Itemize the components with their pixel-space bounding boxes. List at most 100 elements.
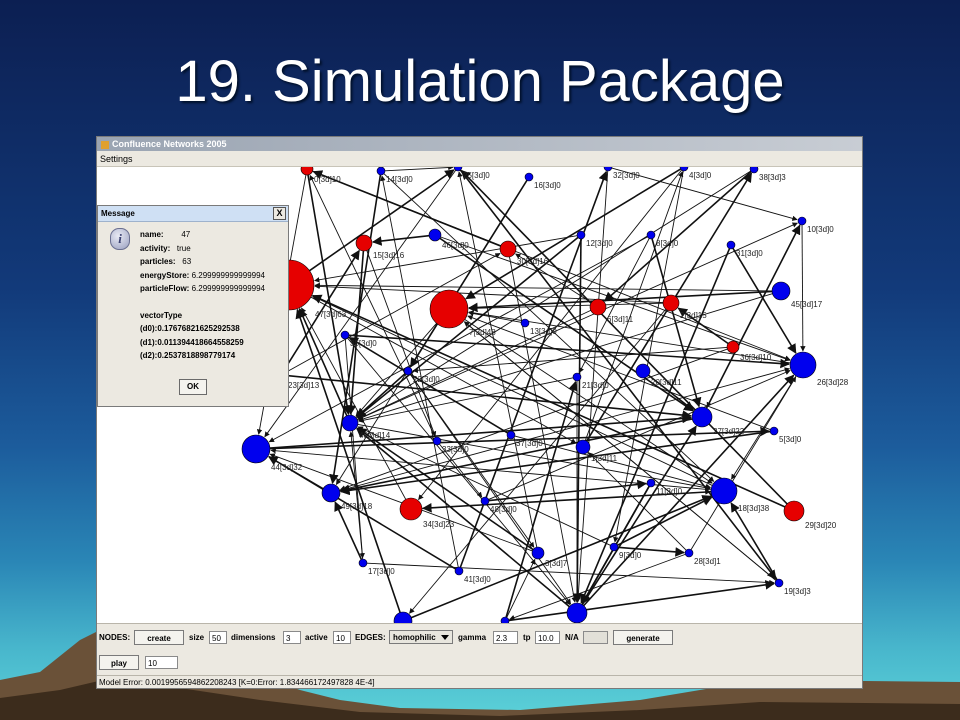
node-label: 8[3d]0 <box>656 239 679 248</box>
dimensions-input[interactable]: 3 <box>283 631 301 644</box>
graph-node[interactable] <box>321 483 341 503</box>
graph-node[interactable] <box>789 351 817 379</box>
graph-node[interactable] <box>797 216 807 226</box>
graph-node[interactable] <box>500 616 510 623</box>
graph-node[interactable] <box>566 602 588 623</box>
graph-edge <box>312 170 501 247</box>
node-label: 29[3d]20 <box>805 521 837 530</box>
window-titlebar: Confluence Networks 2005 <box>97 137 862 151</box>
tp-label: tp <box>523 633 531 642</box>
graph-node[interactable] <box>662 294 680 312</box>
graph-node[interactable] <box>726 340 740 354</box>
graph-node[interactable] <box>355 234 373 252</box>
dialog-titlebar: Message X <box>98 206 288 222</box>
graph-node[interactable] <box>774 578 784 588</box>
menu-settings[interactable]: Settings <box>100 154 133 164</box>
graph-node[interactable] <box>726 240 736 250</box>
generate-button[interactable]: generate <box>613 630 673 645</box>
graph-node[interactable] <box>575 439 591 455</box>
graph-edge <box>509 256 577 603</box>
graph-edge <box>356 236 579 418</box>
graph-node[interactable] <box>646 478 656 488</box>
graph-node[interactable] <box>358 558 368 568</box>
graph-node[interactable] <box>399 497 423 521</box>
graph-edge <box>457 171 538 548</box>
graph-node[interactable] <box>376 167 386 176</box>
graph-node[interactable] <box>572 372 582 382</box>
graph-node[interactable] <box>341 414 359 432</box>
node-label: 40[3d]14 <box>359 431 391 440</box>
dialog-line: name: 47 <box>140 230 191 239</box>
node-label: 36[3d]10 <box>740 353 772 362</box>
graph-node[interactable] <box>340 330 350 340</box>
nodes-label: NODES: <box>99 633 131 642</box>
graph-edge <box>439 443 483 498</box>
graph-edge <box>283 249 360 371</box>
graph-node[interactable] <box>769 426 779 436</box>
ok-button[interactable]: OK <box>179 379 207 395</box>
tp-input[interactable]: 10.0 <box>535 631 560 644</box>
graph-node[interactable] <box>506 430 516 440</box>
graph-node[interactable] <box>576 230 586 240</box>
graph-edge <box>613 170 684 543</box>
graph-node[interactable] <box>684 548 694 558</box>
graph-edge <box>572 238 583 603</box>
graph-edge <box>339 430 771 496</box>
graph-edge <box>690 376 797 550</box>
graph-edge <box>356 427 534 551</box>
play-steps-input[interactable]: 10 <box>145 656 178 669</box>
node-label: 18[3d]38 <box>738 504 770 513</box>
graph-node[interactable] <box>749 167 759 174</box>
node-label: 13[3d]0 <box>530 327 557 336</box>
graph-node[interactable] <box>453 167 463 172</box>
graph-edge <box>307 174 352 416</box>
graph-node[interactable] <box>609 542 619 552</box>
graph-node[interactable] <box>531 546 545 560</box>
node-label: 33[3d]0 <box>442 445 469 454</box>
node-label: 20[3d]11 <box>651 378 682 387</box>
graph-node[interactable] <box>393 611 413 623</box>
graph-node[interactable] <box>520 318 530 328</box>
node-label: 44[3d]32 <box>271 463 303 472</box>
graph-node[interactable] <box>241 434 271 464</box>
graph-node[interactable] <box>679 167 689 172</box>
close-icon[interactable]: X <box>273 207 286 220</box>
size-input[interactable]: 50 <box>209 631 227 644</box>
na-label: N/A <box>565 633 579 642</box>
active-input[interactable]: 10 <box>333 631 351 644</box>
graph-node[interactable] <box>771 281 791 301</box>
graph-node[interactable] <box>480 496 490 506</box>
graph-edge <box>488 479 647 502</box>
node-label: 31[3d]0 <box>736 249 763 258</box>
graph-edge <box>439 237 694 412</box>
graph-node[interactable] <box>428 228 442 242</box>
graph-node[interactable] <box>499 240 517 258</box>
message-dialog[interactable]: Message X i name: 47 activity: true part… <box>97 205 289 407</box>
na-input[interactable] <box>583 631 608 644</box>
graph-node[interactable] <box>646 230 656 240</box>
gamma-input[interactable]: 2.3 <box>493 631 518 644</box>
graph-node[interactable] <box>710 477 738 505</box>
graph-node[interactable] <box>635 363 651 379</box>
graph-node[interactable] <box>783 500 805 522</box>
node-label: 9[3d]0 <box>619 551 642 560</box>
graph-node[interactable] <box>589 298 607 316</box>
play-button[interactable]: play <box>99 655 139 670</box>
graph-node[interactable] <box>403 366 413 376</box>
graph-edge <box>268 236 648 443</box>
graph-node[interactable] <box>432 436 442 446</box>
graph-node[interactable] <box>603 167 613 172</box>
create-button[interactable]: create <box>134 630 184 645</box>
graph-edge <box>356 428 570 608</box>
graph-node[interactable] <box>524 172 534 182</box>
graph-node[interactable] <box>691 406 713 428</box>
graph-edge <box>409 308 667 614</box>
graph-node[interactable] <box>429 289 469 329</box>
edges-type-select[interactable]: homophilic <box>389 630 453 644</box>
graph-node[interactable] <box>300 167 314 176</box>
dialog-title: Message <box>101 209 135 218</box>
node-label: 16[3d]0 <box>534 181 561 190</box>
graph-node[interactable] <box>454 566 464 576</box>
